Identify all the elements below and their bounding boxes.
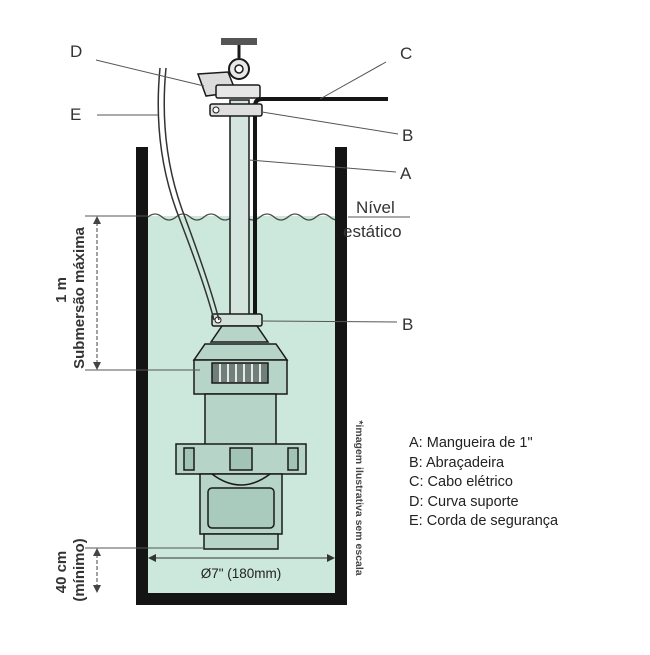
diameter-dimension bbox=[148, 554, 335, 562]
legend-item-c: C: Cabo elétrico bbox=[409, 474, 513, 491]
legend-item-d: D: Curva suporte bbox=[409, 493, 519, 510]
water-level-line2: estático bbox=[343, 222, 402, 241]
min-depth-dimension bbox=[93, 548, 101, 593]
safety-rope bbox=[157, 67, 215, 321]
max-submersion-label: Submersão máxima bbox=[71, 226, 88, 368]
clamp-bottom bbox=[211, 313, 263, 327]
water-level-line1: Nível bbox=[356, 198, 395, 217]
min-depth-label: (mínimo) bbox=[71, 538, 88, 601]
min-depth-value: 40 cm bbox=[53, 551, 70, 594]
safety-rope-inner bbox=[163, 67, 220, 321]
max-submersion-value: 1 m bbox=[53, 277, 70, 303]
callout-c: C bbox=[400, 44, 412, 63]
callout-b-bottom: B bbox=[402, 315, 413, 334]
submersion-dimension bbox=[93, 216, 101, 370]
disclaimer-note: *imagem ilustrativa sem escala bbox=[353, 420, 365, 575]
callout-d: D bbox=[70, 42, 82, 61]
legend: A: Mangueira de 1" B: Abraçadeira C: Cab… bbox=[409, 434, 558, 532]
support-bracket bbox=[196, 38, 261, 99]
clamp-top bbox=[209, 103, 263, 117]
diameter-label: Ø7" (180mm) bbox=[201, 566, 282, 581]
well-casing bbox=[136, 147, 347, 605]
legend-item-e: E: Corda de segurança bbox=[409, 513, 559, 530]
callout-b-top: B bbox=[402, 126, 413, 145]
callout-a: A bbox=[400, 164, 412, 183]
callout-e: E bbox=[70, 105, 81, 124]
legend-item-b: B: Abraçadeira bbox=[409, 454, 505, 471]
callout-leaders bbox=[85, 59, 410, 549]
hose bbox=[229, 99, 250, 325]
legend-item-a: A: Mangueira de 1" bbox=[409, 435, 533, 451]
pump bbox=[175, 325, 307, 550]
